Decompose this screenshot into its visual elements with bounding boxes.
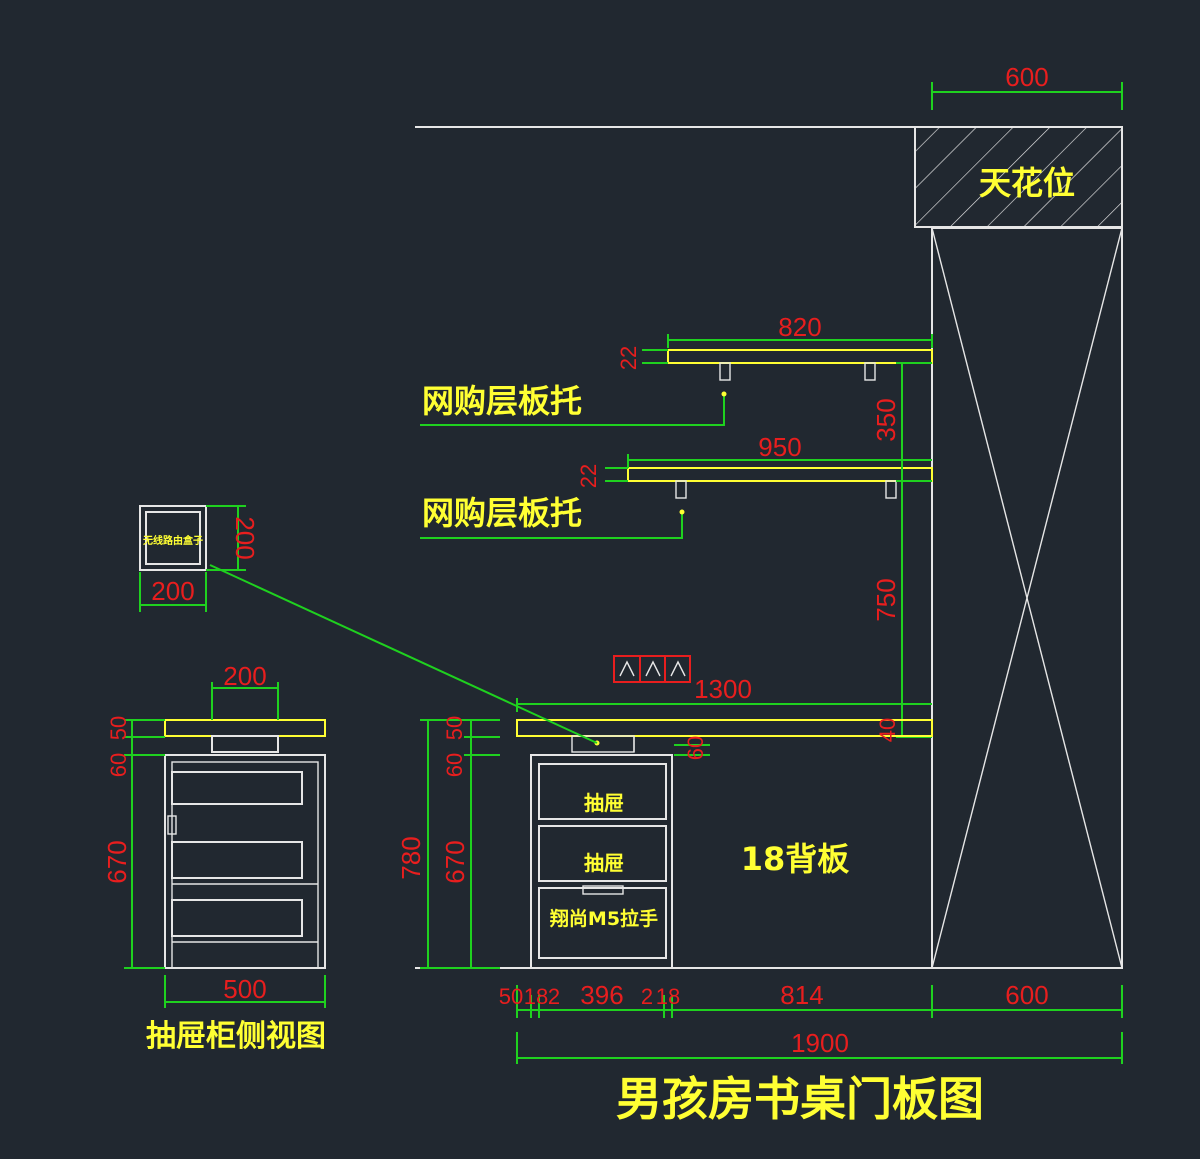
side-view-title: 抽屉柜侧视图 (146, 1019, 326, 1054)
dim-shelf2-thickness: 22 (576, 464, 601, 488)
side-handle (167, 815, 177, 835)
dim-total-1900: 1900 (791, 1028, 849, 1058)
dim-bottom-18a: 18 (524, 984, 548, 1009)
side-drawer-1 (171, 771, 303, 805)
dim-bottom-814: 814 (780, 980, 823, 1010)
label-shelf-bracket-2: 网购层板托 (422, 494, 582, 532)
dim-bottom-600: 600 (1005, 980, 1048, 1010)
label-router-box: 无线路由盒子 (142, 534, 203, 547)
power-socket (613, 655, 691, 683)
side-desk-top (164, 719, 326, 737)
vertical-shelf-dim-chain (896, 362, 932, 738)
label-shelf-bracket-1: 网购层板托 (422, 382, 582, 420)
label-drawer-handle: 翔尚M5拉手 (549, 907, 658, 930)
label-ceiling: 天花位 (979, 164, 1075, 202)
desk-length-dimension (516, 698, 932, 712)
upper-shelf-bracket-left (719, 362, 731, 381)
dim-bottom-2b: 2 (641, 984, 653, 1009)
dim-gap-60: 60 (683, 736, 708, 760)
ceiling-width-dimension (931, 82, 1123, 110)
dim-side-60: 60 (106, 753, 131, 777)
dim-cabinet-670: 670 (440, 840, 470, 883)
router-box (139, 505, 207, 571)
leader-dot-1 (721, 391, 727, 397)
side-view-dims (124, 682, 326, 1008)
upper-shelf-length-dimension (667, 334, 933, 348)
side-drawer-3 (171, 899, 303, 937)
dim-side-50: 50 (106, 716, 131, 740)
drawer-cabinet (530, 754, 673, 969)
side-drawer-2 (171, 841, 303, 879)
dim-ceiling-width: 600 (1005, 62, 1048, 92)
drawer-handle (582, 885, 624, 895)
lower-shelf (627, 467, 933, 482)
dim-shelf1-length: 820 (778, 312, 821, 342)
dim-side-670: 670 (102, 840, 132, 883)
drawer-front-3 (538, 887, 667, 959)
dim-bottom-396: 396 (580, 980, 623, 1010)
drawing-title: 男孩房书桌门板图 (616, 1072, 984, 1126)
dim-desk-top-thickness: 40 (875, 718, 900, 742)
dim-front-top-50: 50 (442, 716, 467, 740)
lower-shelf-bracket-right (885, 480, 897, 499)
label-back-panel: 18背板 (741, 840, 850, 878)
dim-shelf2-length: 950 (758, 432, 801, 462)
dim-bottom-18b: 18 (656, 984, 680, 1009)
desk-support-left (571, 735, 635, 753)
desk-top (516, 719, 933, 737)
dim-total-780: 780 (396, 836, 426, 879)
dim-shelf-gap-lower: 750 (871, 578, 901, 621)
label-drawer-1: 抽屉 (584, 791, 624, 815)
lower-shelf-length-dimension (627, 454, 932, 468)
leader-dot-2 (679, 509, 685, 515)
dim-shelf1-thickness: 22 (616, 346, 641, 370)
shelf-thickness-dims (605, 349, 668, 482)
dim-shelf-gap-upper: 350 (871, 398, 901, 441)
lower-shelf-bracket-left (675, 480, 687, 499)
dim-bottom-50: 50 (499, 984, 523, 1009)
leader-bracket-1 (420, 396, 725, 426)
front-vertical-dims (420, 719, 500, 969)
drawer-front-1 (538, 763, 667, 820)
dim-box-height: 200 (230, 516, 260, 559)
drawer-front-2 (538, 825, 667, 882)
label-drawer-2: 抽屉 (584, 851, 624, 875)
upper-shelf-bracket-right (864, 362, 876, 381)
router-box-leader (209, 564, 598, 744)
dim-bottom-2a: 2 (548, 984, 560, 1009)
dim-desk-length: 1300 (694, 674, 752, 704)
bottom-dimension-chain (516, 985, 1123, 1064)
upper-shelf (667, 349, 933, 364)
dim-side-top-200: 200 (223, 661, 266, 691)
leader-bracket-2 (420, 514, 683, 539)
dim-side-500: 500 (223, 974, 266, 1004)
dim-front-top-60: 60 (442, 753, 467, 777)
dim-box-width: 200 (151, 576, 194, 606)
wardrobe-cross-2 (931, 227, 1123, 969)
side-support (211, 735, 279, 753)
router-box-dims (139, 505, 246, 612)
